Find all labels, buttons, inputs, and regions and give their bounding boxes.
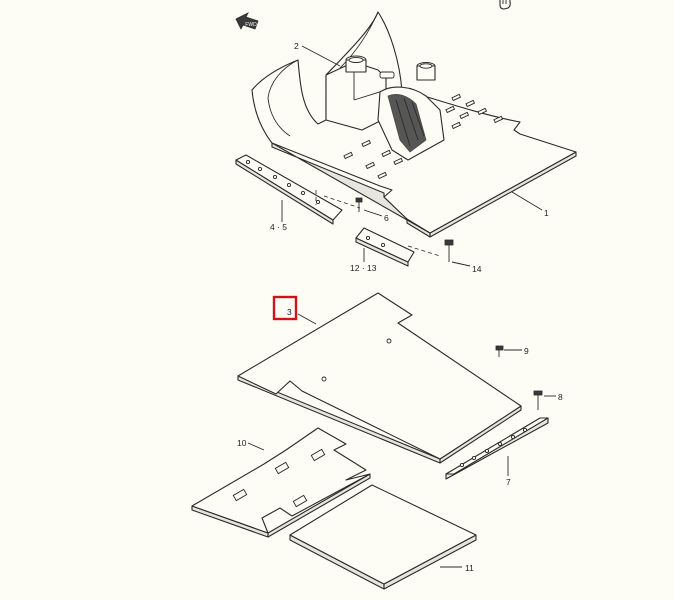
front-direction-arrow-icon: FWD	[235, 12, 259, 30]
callout-2[interactable]: 2	[294, 41, 299, 51]
callout-9[interactable]: 9	[524, 346, 529, 356]
bolt-9	[495, 345, 504, 357]
callout-8[interactable]: 8	[558, 392, 563, 402]
rail-4-5	[235, 154, 361, 225]
selected-callout-highlight	[272, 295, 298, 321]
front-arrow-label: FWD	[245, 22, 257, 28]
callout-6[interactable]: 6	[384, 213, 389, 223]
callout-14[interactable]: 14	[472, 264, 482, 274]
bolt-6	[355, 197, 363, 212]
mat-slots	[343, 93, 504, 180]
callout-10[interactable]: 10	[237, 438, 247, 448]
callout-1[interactable]: 1	[544, 208, 549, 218]
panel-10	[191, 427, 371, 538]
callout-3[interactable]: 3	[287, 307, 292, 317]
bracket-12-13	[355, 227, 441, 267]
bolt-14	[444, 239, 454, 262]
rail-7	[445, 417, 549, 480]
floor-mat-assembly	[251, 11, 577, 238]
callout-11[interactable]: 11	[465, 563, 474, 573]
hand-pointer-cursor-icon	[499, 0, 511, 10]
floor-panel-3	[237, 292, 522, 464]
callout-12-13[interactable]: 12 · 13	[350, 263, 377, 273]
leader-lines	[247, 45, 556, 568]
bolt-8	[533, 390, 543, 410]
callout-labels: 2 1 4 · 5 6 12 · 13 14 3 9 8 7 10 11	[237, 41, 563, 573]
callout-7[interactable]: 7	[506, 477, 511, 487]
panel-11	[289, 484, 477, 590]
callout-4-5[interactable]: 4 · 5	[270, 222, 287, 232]
